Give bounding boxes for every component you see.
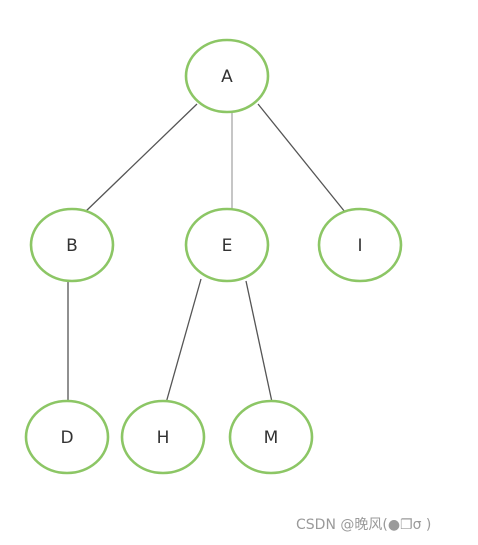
node-m-label: M <box>264 428 279 448</box>
edge-a-i <box>257 103 346 213</box>
tree-edges <box>67 103 346 404</box>
node-h-label: H <box>157 428 170 448</box>
tree-nodes: A B E I D H M <box>24 38 403 475</box>
node-b-label: B <box>66 236 78 256</box>
node-a-circle <box>184 38 270 114</box>
node-e-circle <box>184 207 270 283</box>
edge-a-b <box>83 103 198 214</box>
node-m: M <box>228 399 314 475</box>
edge-e-h <box>165 278 202 404</box>
node-e: E <box>184 207 270 283</box>
node-i-label: I <box>357 236 362 256</box>
node-b-circle <box>29 207 115 283</box>
node-a-label: A <box>221 67 233 87</box>
node-e-label: E <box>222 236 233 256</box>
node-d: D <box>24 399 110 475</box>
edge-e-m <box>245 280 273 403</box>
csdn-watermark: CSDN @晚风(●❐σ ) <box>296 517 432 533</box>
node-d-circle <box>24 399 110 475</box>
node-m-circle <box>228 399 314 475</box>
node-b: B <box>29 207 115 283</box>
node-h-circle <box>120 399 206 475</box>
node-i-circle <box>317 207 403 283</box>
node-i: I <box>317 207 403 283</box>
node-h: H <box>120 399 206 475</box>
node-d-label: D <box>60 428 73 448</box>
node-a: A <box>184 38 270 114</box>
